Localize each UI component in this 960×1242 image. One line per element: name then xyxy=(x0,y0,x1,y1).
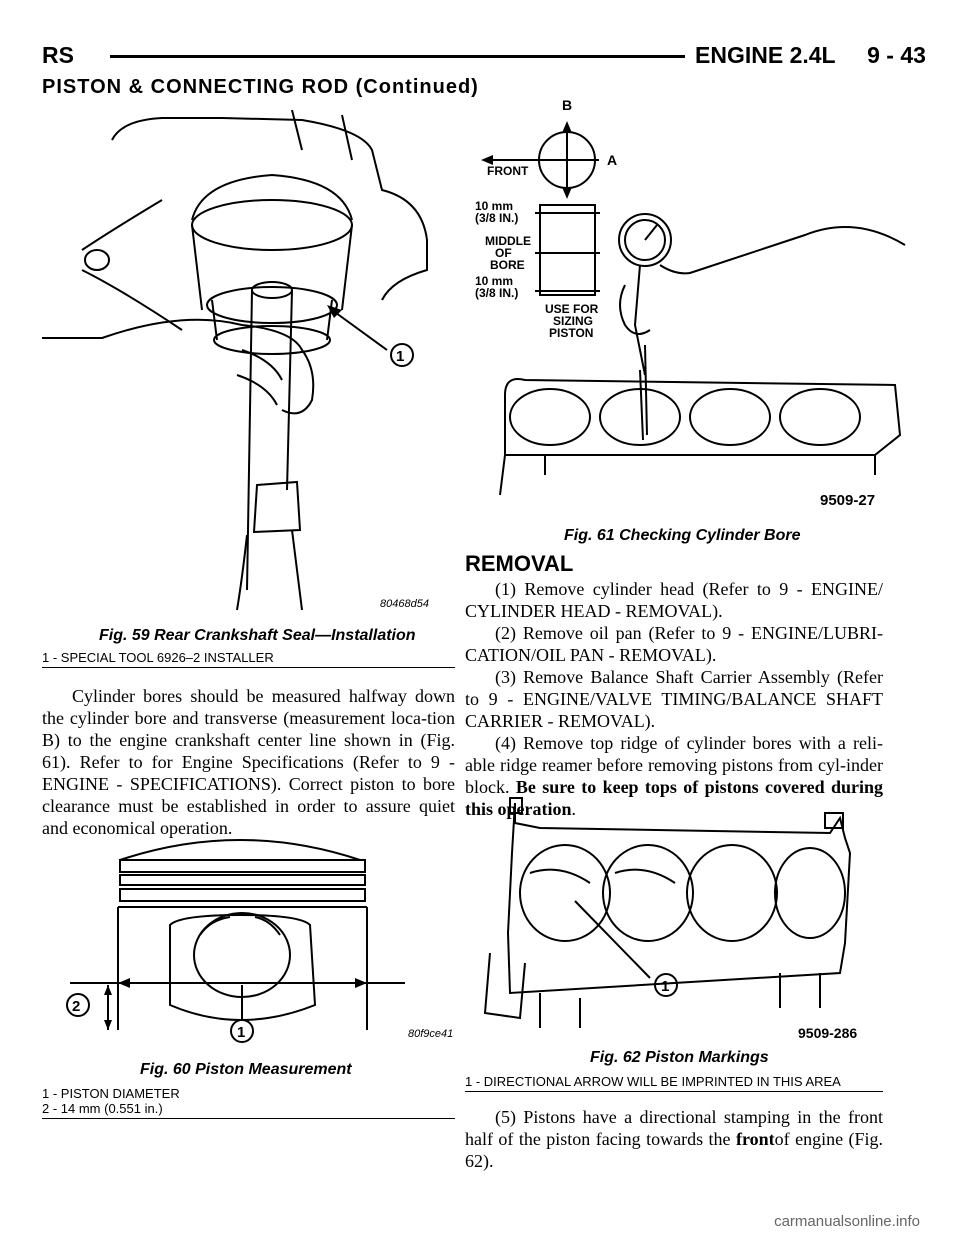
fig61-label-use1: USE FOR xyxy=(545,302,599,316)
fig60-caption: Fig. 60 Piston Measurement xyxy=(140,1061,352,1078)
fig59-code: 80468d54 xyxy=(380,598,429,610)
removal-step-1: (1) Remove cylinder head (Refer to 9 - E… xyxy=(465,579,883,621)
fig61-code: 9509-27 xyxy=(820,492,875,509)
fig59-callout: 1 xyxy=(396,348,404,365)
removal-heading: REMOVAL xyxy=(465,551,574,576)
fig61-label-middle3: BORE xyxy=(490,258,525,272)
fig60-code: 80f9ce41 xyxy=(408,1028,453,1040)
fig62-caption: Fig. 62 Piston Markings xyxy=(590,1049,769,1066)
fig62-code: 9509-286 xyxy=(798,1025,857,1041)
fig60-legend-2: 2 - 14 mm (0.551 in.) xyxy=(42,1101,163,1116)
fig61-label-front: FRONT xyxy=(487,164,529,178)
fig61-label-use3: PISTON xyxy=(549,326,593,340)
fig61-label-b: B xyxy=(562,97,572,113)
fig61-label-bot-in: (3/8 IN.) xyxy=(475,286,518,300)
fig59-caption: Fig. 59 Rear Crankshaft Seal—Installatio… xyxy=(99,627,416,644)
step-5: (5) Pistons have a directional stamping … xyxy=(465,1106,883,1172)
fig61-label-bot-mm: 10 mm xyxy=(475,274,513,288)
fig62-rule xyxy=(465,1091,883,1092)
header-page-ref: ENGINE 2.4L 9 - 43 xyxy=(695,42,926,68)
left-paragraph: Cylinder bores should be measured halfwa… xyxy=(42,685,455,839)
fig61-label-middle1: MIDDLE xyxy=(485,234,531,248)
fig62-callout: 1 xyxy=(661,978,669,995)
fig59-legend-1: 1 - SPECIAL TOOL 6926–2 INSTALLER xyxy=(42,650,274,665)
removal-step-5: (5) Pistons have a directional stamping … xyxy=(465,1107,884,1171)
fig61-label-top-mm: 10 mm xyxy=(475,199,513,213)
fig60-callout-1: 1 xyxy=(237,1024,245,1041)
header-rule xyxy=(110,55,685,58)
section-title: PISTON & CONNECTING ROD (Continued) xyxy=(42,76,479,98)
fig60-rule xyxy=(42,1118,455,1119)
fig60-callout-2: 2 xyxy=(72,998,80,1015)
fig61-label-middle2: OF xyxy=(495,246,512,260)
removal-step-4: (4) Remove top ridge of cylinder bores w… xyxy=(465,733,884,819)
fig61-label-top-in: (3/8 IN.) xyxy=(475,211,518,225)
header-section-code: RS xyxy=(42,42,74,68)
removal-step-3: (3) Remove Balance Shaft Carrier Assembl… xyxy=(465,667,883,731)
bore-measurement-text: Cylinder bores should be measured halfwa… xyxy=(42,686,455,838)
fig61-label-use2: SIZING xyxy=(553,314,593,328)
removal-steps: (1) Remove cylinder head (Refer to 9 - E… xyxy=(465,578,883,820)
watermark: carmanualsonline.info xyxy=(774,1213,920,1230)
removal-step-2: (2) Remove oil pan (Refer to 9 - ENGINE/… xyxy=(465,623,883,665)
fig61-label-a: A xyxy=(607,152,617,168)
fig60-legend-1: 1 - PISTON DIAMETER xyxy=(42,1086,180,1101)
fig59-rule xyxy=(42,667,455,668)
fig62-legend-1: 1 - DIRECTIONAL ARROW WILL BE IMPRINTED … xyxy=(465,1074,841,1089)
fig61-caption: Fig. 61 Checking Cylinder Bore xyxy=(564,527,801,544)
fig62-illustration: 1 9509-286 xyxy=(480,793,895,1043)
fig60-illustration: 2 1 80f9ce41 xyxy=(60,825,455,1050)
fig61-illustration: B A FRONT 10 mm (3/8 IN.) MIDDLE OF BORE… xyxy=(475,95,915,520)
fig59-illustration: 1 80468d54 xyxy=(42,109,462,615)
